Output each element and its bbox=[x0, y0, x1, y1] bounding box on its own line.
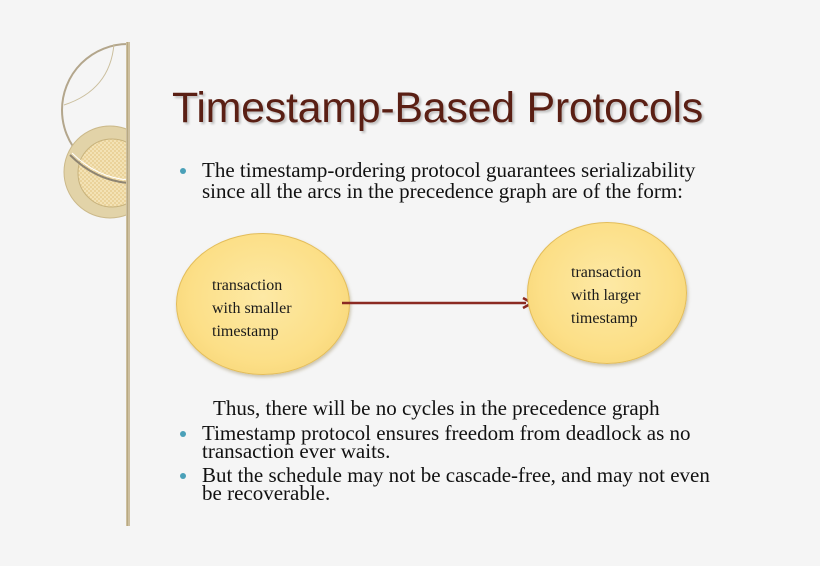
bullet-dot-icon bbox=[180, 431, 186, 437]
bullet-serializability: The timestamp-ordering protocol guarante… bbox=[180, 160, 695, 202]
node-smaller-timestamp bbox=[176, 233, 350, 375]
bullet-dot-icon bbox=[180, 168, 186, 174]
node-label-line: with larger bbox=[571, 287, 641, 304]
bullet-text-line: since all the arcs in the precedence gra… bbox=[202, 179, 684, 203]
node-smaller-timestamp-label: transaction with smaller timestamp bbox=[212, 274, 292, 343]
conclusion-text: Thus, there will be no cycles in the pre… bbox=[213, 396, 660, 420]
bullet-cascade: But the schedule may not be cascade-free… bbox=[180, 463, 710, 505]
bullet-text-line: The timestamp-ordering protocol guarante… bbox=[202, 158, 696, 182]
decorative-circles-ornament bbox=[61, 42, 130, 526]
node-label-line: transaction bbox=[571, 264, 642, 281]
bullet-text-line: transaction ever waits. bbox=[202, 439, 391, 463]
node-label-line: with smaller bbox=[212, 300, 292, 317]
node-label-line: timestamp bbox=[212, 323, 279, 340]
bullet-text-line: But the schedule may not be cascade-free… bbox=[202, 463, 710, 487]
slide-title: Timestamp-Based Protocols bbox=[172, 84, 703, 132]
node-label-line: transaction bbox=[212, 277, 283, 294]
bullet-text-line: be recoverable. bbox=[202, 481, 331, 505]
node-larger-timestamp bbox=[527, 222, 687, 364]
arrow-right-icon bbox=[342, 296, 535, 310]
bullet-dot-icon bbox=[180, 473, 186, 479]
node-label-line: timestamp bbox=[571, 310, 638, 327]
node-larger-timestamp-label: transaction with larger timestamp bbox=[571, 261, 641, 330]
bullet-text-line: Timestamp protocol ensures freedom from … bbox=[202, 421, 691, 445]
bullet-deadlock: Timestamp protocol ensures freedom from … bbox=[180, 421, 691, 463]
